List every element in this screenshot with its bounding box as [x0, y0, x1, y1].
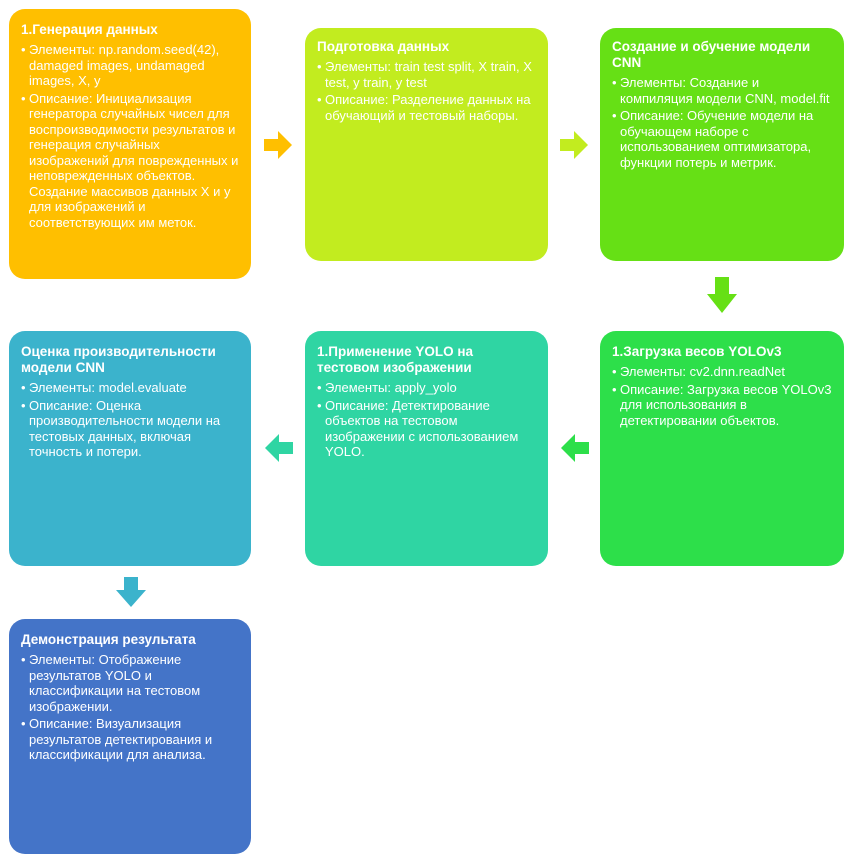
step-5-elements: Элементы: apply_yolo: [317, 380, 538, 396]
step-5-box: 1.Применение YOLO на тестовом изображени…: [305, 331, 548, 566]
arrow-down-icon: [116, 577, 146, 607]
arrow-left-icon: [561, 434, 589, 462]
step-4-description: Описание: Загрузка весов YOLOv3 для испо…: [612, 382, 834, 429]
step-7-elements: Элементы: Отображение результатов YOLO и…: [21, 652, 241, 714]
step-1-description: Описание: Инициализация генератора случа…: [21, 91, 241, 231]
step-1-box: 1.Генерация данных Элементы: np.random.s…: [9, 9, 251, 279]
step-4-box: 1.Загрузка весов YOLOv3 Элементы: cv2.dn…: [600, 331, 844, 566]
step-3-elements: Элементы: Создание и компиляция модели C…: [612, 75, 834, 106]
step-5-description: Описание: Детектирование объектов на тес…: [317, 398, 538, 460]
arrow-right-icon: [560, 131, 588, 159]
arrow-right-icon: [264, 131, 292, 159]
step-1-title: 1.Генерация данных: [21, 22, 158, 37]
step-2-box: Подготовка данных Элементы: train test s…: [305, 28, 548, 261]
step-3-box: Создание и обучение модели CNN Элементы:…: [600, 28, 844, 261]
step-4-elements: Элементы: cv2.dnn.readNet: [612, 364, 834, 380]
step-7-description: Описание: Визуализация результатов детек…: [21, 716, 241, 763]
arrow-down-icon: [707, 277, 737, 313]
arrow-left-icon: [265, 434, 293, 462]
step-2-title: Подготовка данных: [317, 39, 450, 54]
step-7-title: Демонстрация результата: [21, 632, 196, 647]
step-5-title: 1.Применение YOLO на тестовом изображени…: [317, 344, 474, 375]
step-3-title: Создание и обучение модели CNN: [612, 39, 811, 70]
step-6-elements: Элементы: model.evaluate: [21, 380, 241, 396]
step-1-elements: Элементы: np.random.seed(42), damaged im…: [21, 42, 241, 89]
step-2-description: Описание: Разделение данных на обучающий…: [317, 92, 538, 123]
step-6-box: Оценка производительности модели CNN Эле…: [9, 331, 251, 566]
step-7-box: Демонстрация результата Элементы: Отобра…: [9, 619, 251, 854]
step-4-title: 1.Загрузка весов YOLOv3: [612, 344, 782, 359]
step-6-title: Оценка производительности модели CNN: [21, 344, 216, 375]
step-6-description: Описание: Оценка производительности моде…: [21, 398, 241, 460]
step-2-elements: Элементы: train test split, X train, X t…: [317, 59, 538, 90]
step-3-description: Описание: Обучение модели на обучающем н…: [612, 108, 834, 170]
